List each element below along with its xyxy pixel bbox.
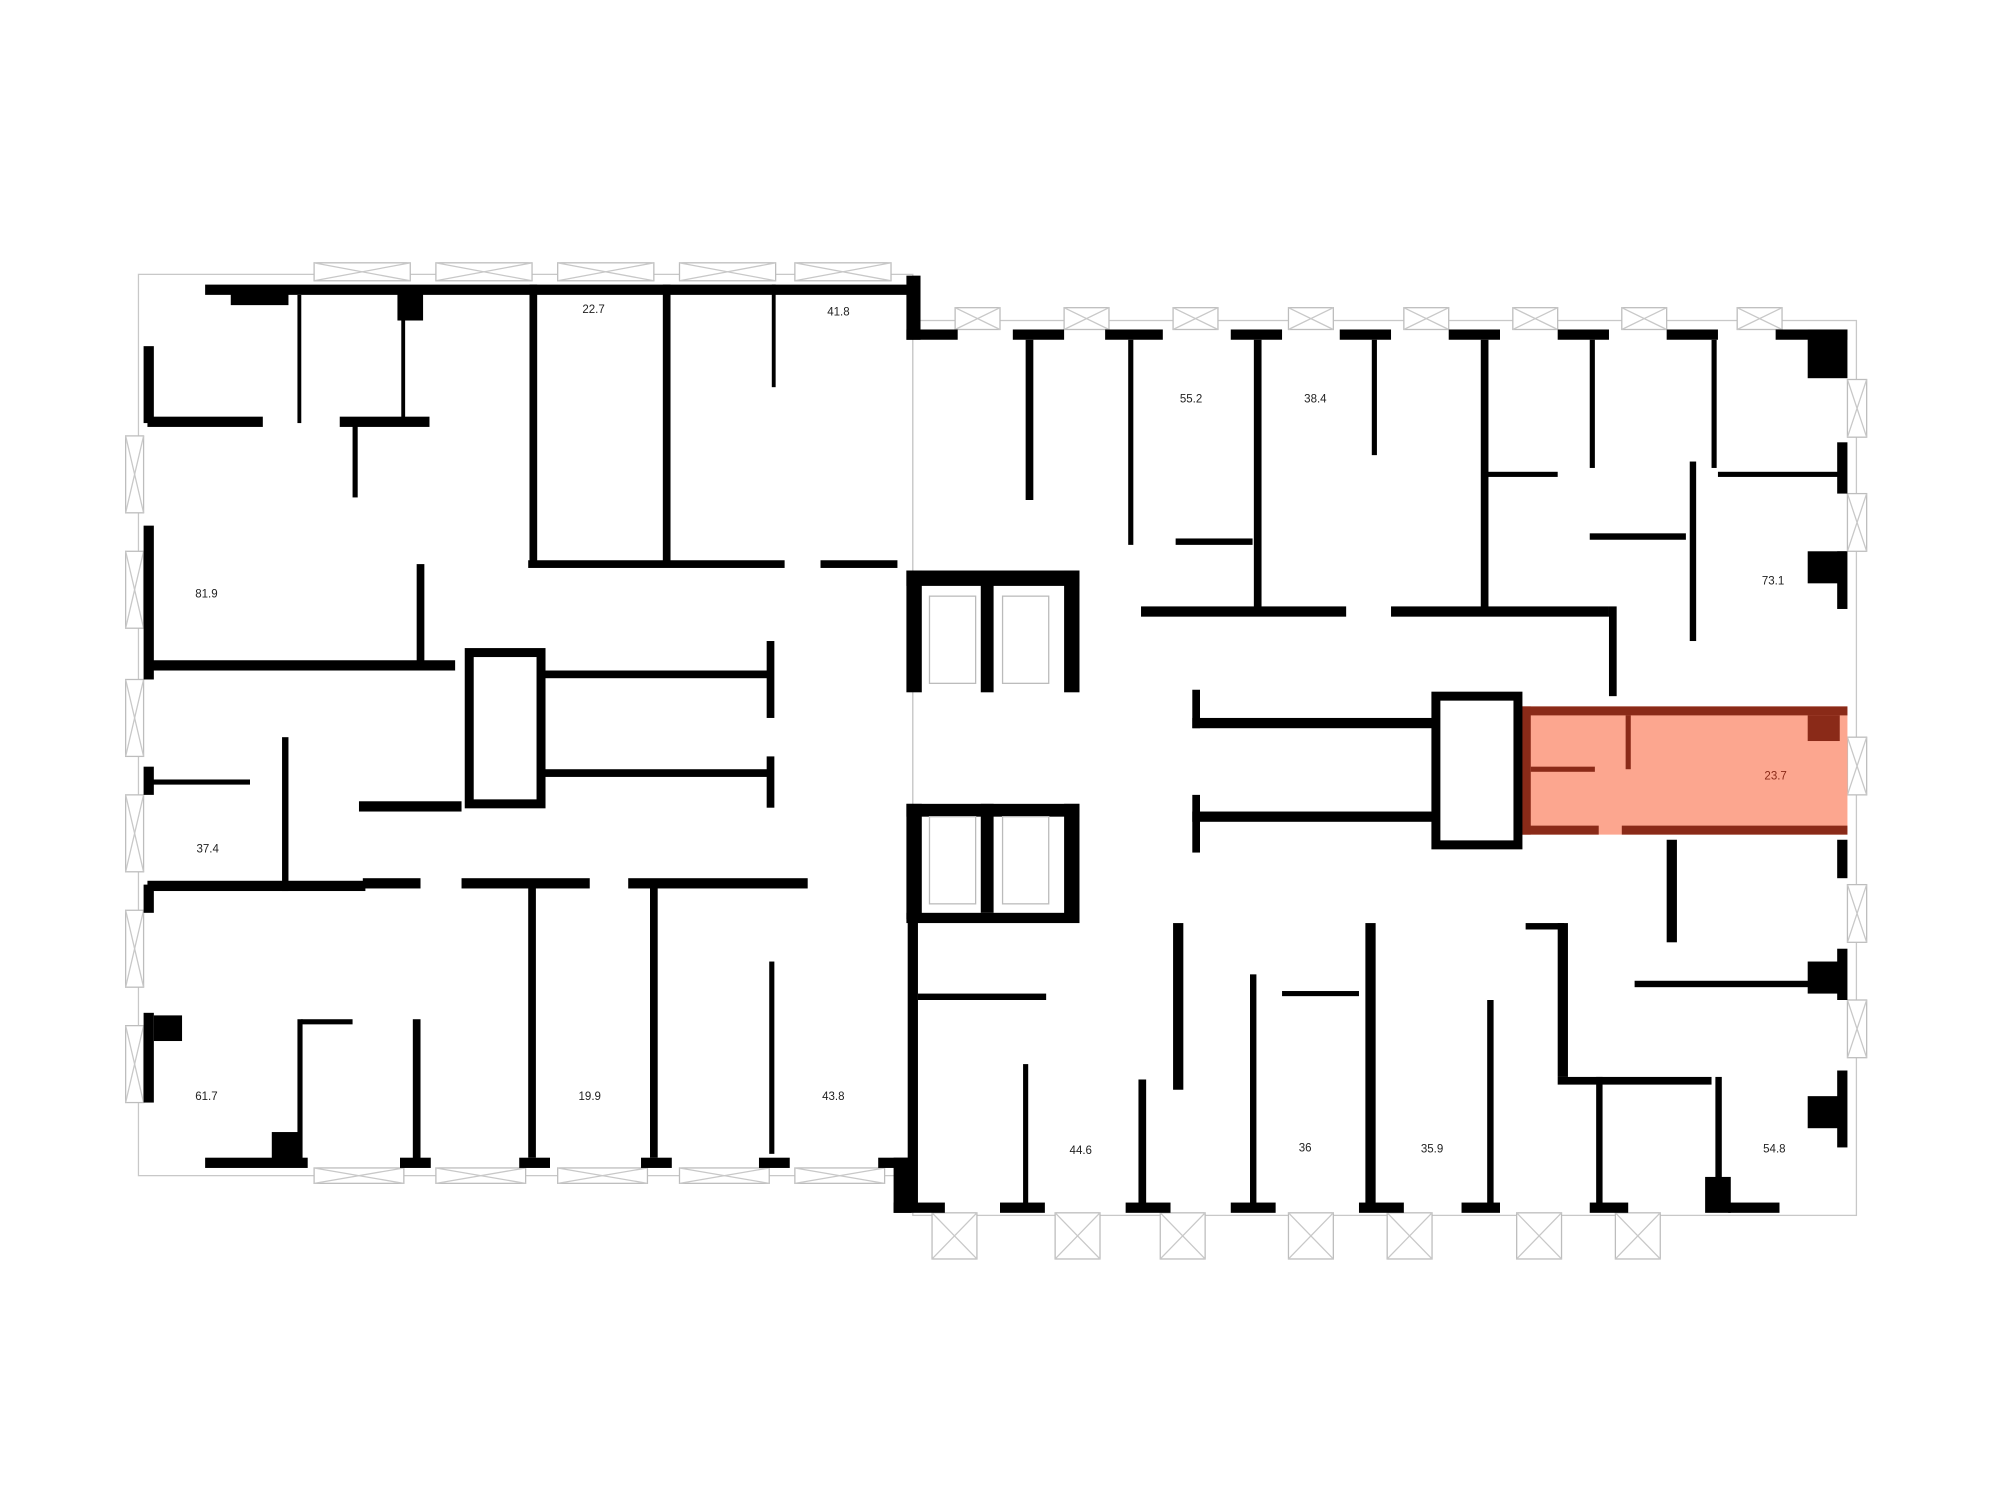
- window-icon: [1159, 1212, 1206, 1260]
- apartment-area-label[interactable]: 43.8: [822, 1091, 844, 1103]
- windows: [125, 262, 1868, 1260]
- window-icon: [954, 307, 1001, 331]
- window-icon: [125, 435, 145, 514]
- apartment-area-label[interactable]: 44.6: [1070, 1145, 1092, 1157]
- window-icon: [313, 262, 411, 282]
- window-icon: [1386, 1212, 1433, 1260]
- window-icon: [1614, 1212, 1661, 1260]
- window-icon: [557, 1167, 649, 1184]
- window-icon: [1287, 1212, 1334, 1260]
- walls: [143, 275, 1848, 1213]
- apartment-area-label[interactable]: 61.7: [195, 1091, 217, 1103]
- apartment-area-label[interactable]: 35.9: [1421, 1144, 1443, 1156]
- window-icon: [1736, 307, 1783, 331]
- apartment-area-label[interactable]: 73.1: [1762, 576, 1784, 588]
- apartment-area-label[interactable]: 19.9: [579, 1091, 601, 1103]
- window-icon: [794, 262, 892, 282]
- apartment-highlighted[interactable]: [1521, 706, 1848, 835]
- window-icon: [1846, 736, 1868, 796]
- window-icon: [125, 550, 145, 629]
- apartment-area-label-highlighted[interactable]: 23.7: [1764, 770, 1786, 782]
- window-icon: [1403, 307, 1450, 331]
- window-icon: [1063, 307, 1110, 331]
- window-icon: [1846, 883, 1868, 943]
- window-icon: [1172, 307, 1219, 331]
- window-icon: [1287, 307, 1334, 331]
- area-labels: 22.7 41.8 55.2 38.4 73.1 81.9 37.4 23.7 …: [195, 304, 1787, 1157]
- window-icon: [125, 1025, 145, 1104]
- window-icon: [125, 794, 145, 873]
- window-icon: [678, 1167, 770, 1184]
- apartment-area-label[interactable]: 36: [1299, 1142, 1312, 1154]
- window-icon: [794, 1167, 886, 1184]
- window-icon: [1054, 1212, 1101, 1260]
- apartment-area-label[interactable]: 54.8: [1763, 1144, 1785, 1156]
- apartment-area-label[interactable]: 22.7: [582, 304, 604, 316]
- window-icon: [678, 262, 777, 282]
- window-icon: [1516, 1212, 1563, 1260]
- window-icon: [1512, 307, 1559, 331]
- window-icon: [125, 909, 145, 988]
- apartment-area-label[interactable]: 41.8: [827, 306, 849, 318]
- window-icon: [557, 262, 655, 282]
- apartment-area-label[interactable]: 81.9: [195, 588, 217, 600]
- window-icon: [931, 1212, 978, 1260]
- window-icon: [435, 1167, 527, 1184]
- window-icon: [313, 1167, 405, 1184]
- window-icon: [1846, 378, 1868, 438]
- window-icon: [1846, 999, 1868, 1059]
- window-icon: [435, 262, 533, 282]
- window-icon: [1846, 492, 1868, 552]
- apartment-area-label[interactable]: 38.4: [1304, 394, 1327, 406]
- apartment-area-label[interactable]: 55.2: [1180, 394, 1202, 406]
- apartment-area-label[interactable]: 37.4: [196, 844, 219, 856]
- window-icon: [1621, 307, 1668, 331]
- window-icon: [125, 678, 145, 758]
